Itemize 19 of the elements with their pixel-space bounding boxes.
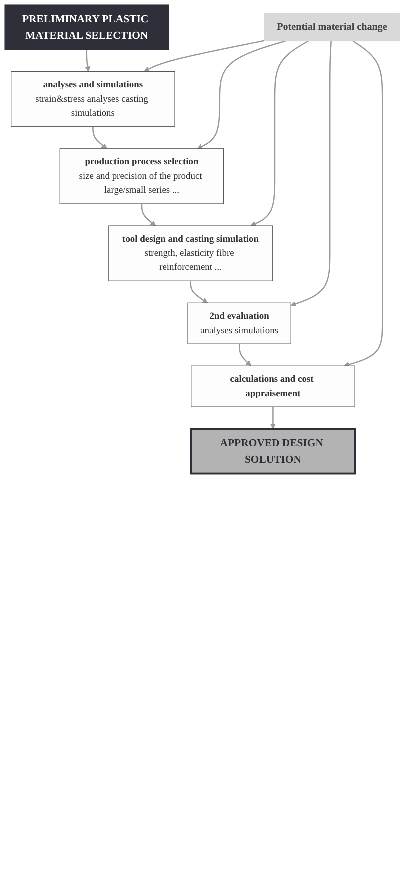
node-box (190, 428, 356, 475)
arrow (197, 40, 286, 150)
arrow (250, 40, 309, 226)
node-box (188, 302, 292, 344)
arrow (344, 40, 384, 368)
node-box (108, 226, 273, 282)
node-box (11, 71, 176, 128)
arrow (141, 204, 156, 226)
arrow (85, 50, 91, 72)
arrow (144, 40, 265, 72)
arrow (270, 407, 276, 430)
node-box (4, 4, 170, 50)
node-box (191, 366, 356, 408)
arrow (238, 344, 252, 366)
node-box (264, 13, 400, 42)
node-box (60, 148, 224, 204)
arrow (92, 126, 108, 150)
arrow (190, 281, 208, 304)
arrow (290, 41, 332, 307)
